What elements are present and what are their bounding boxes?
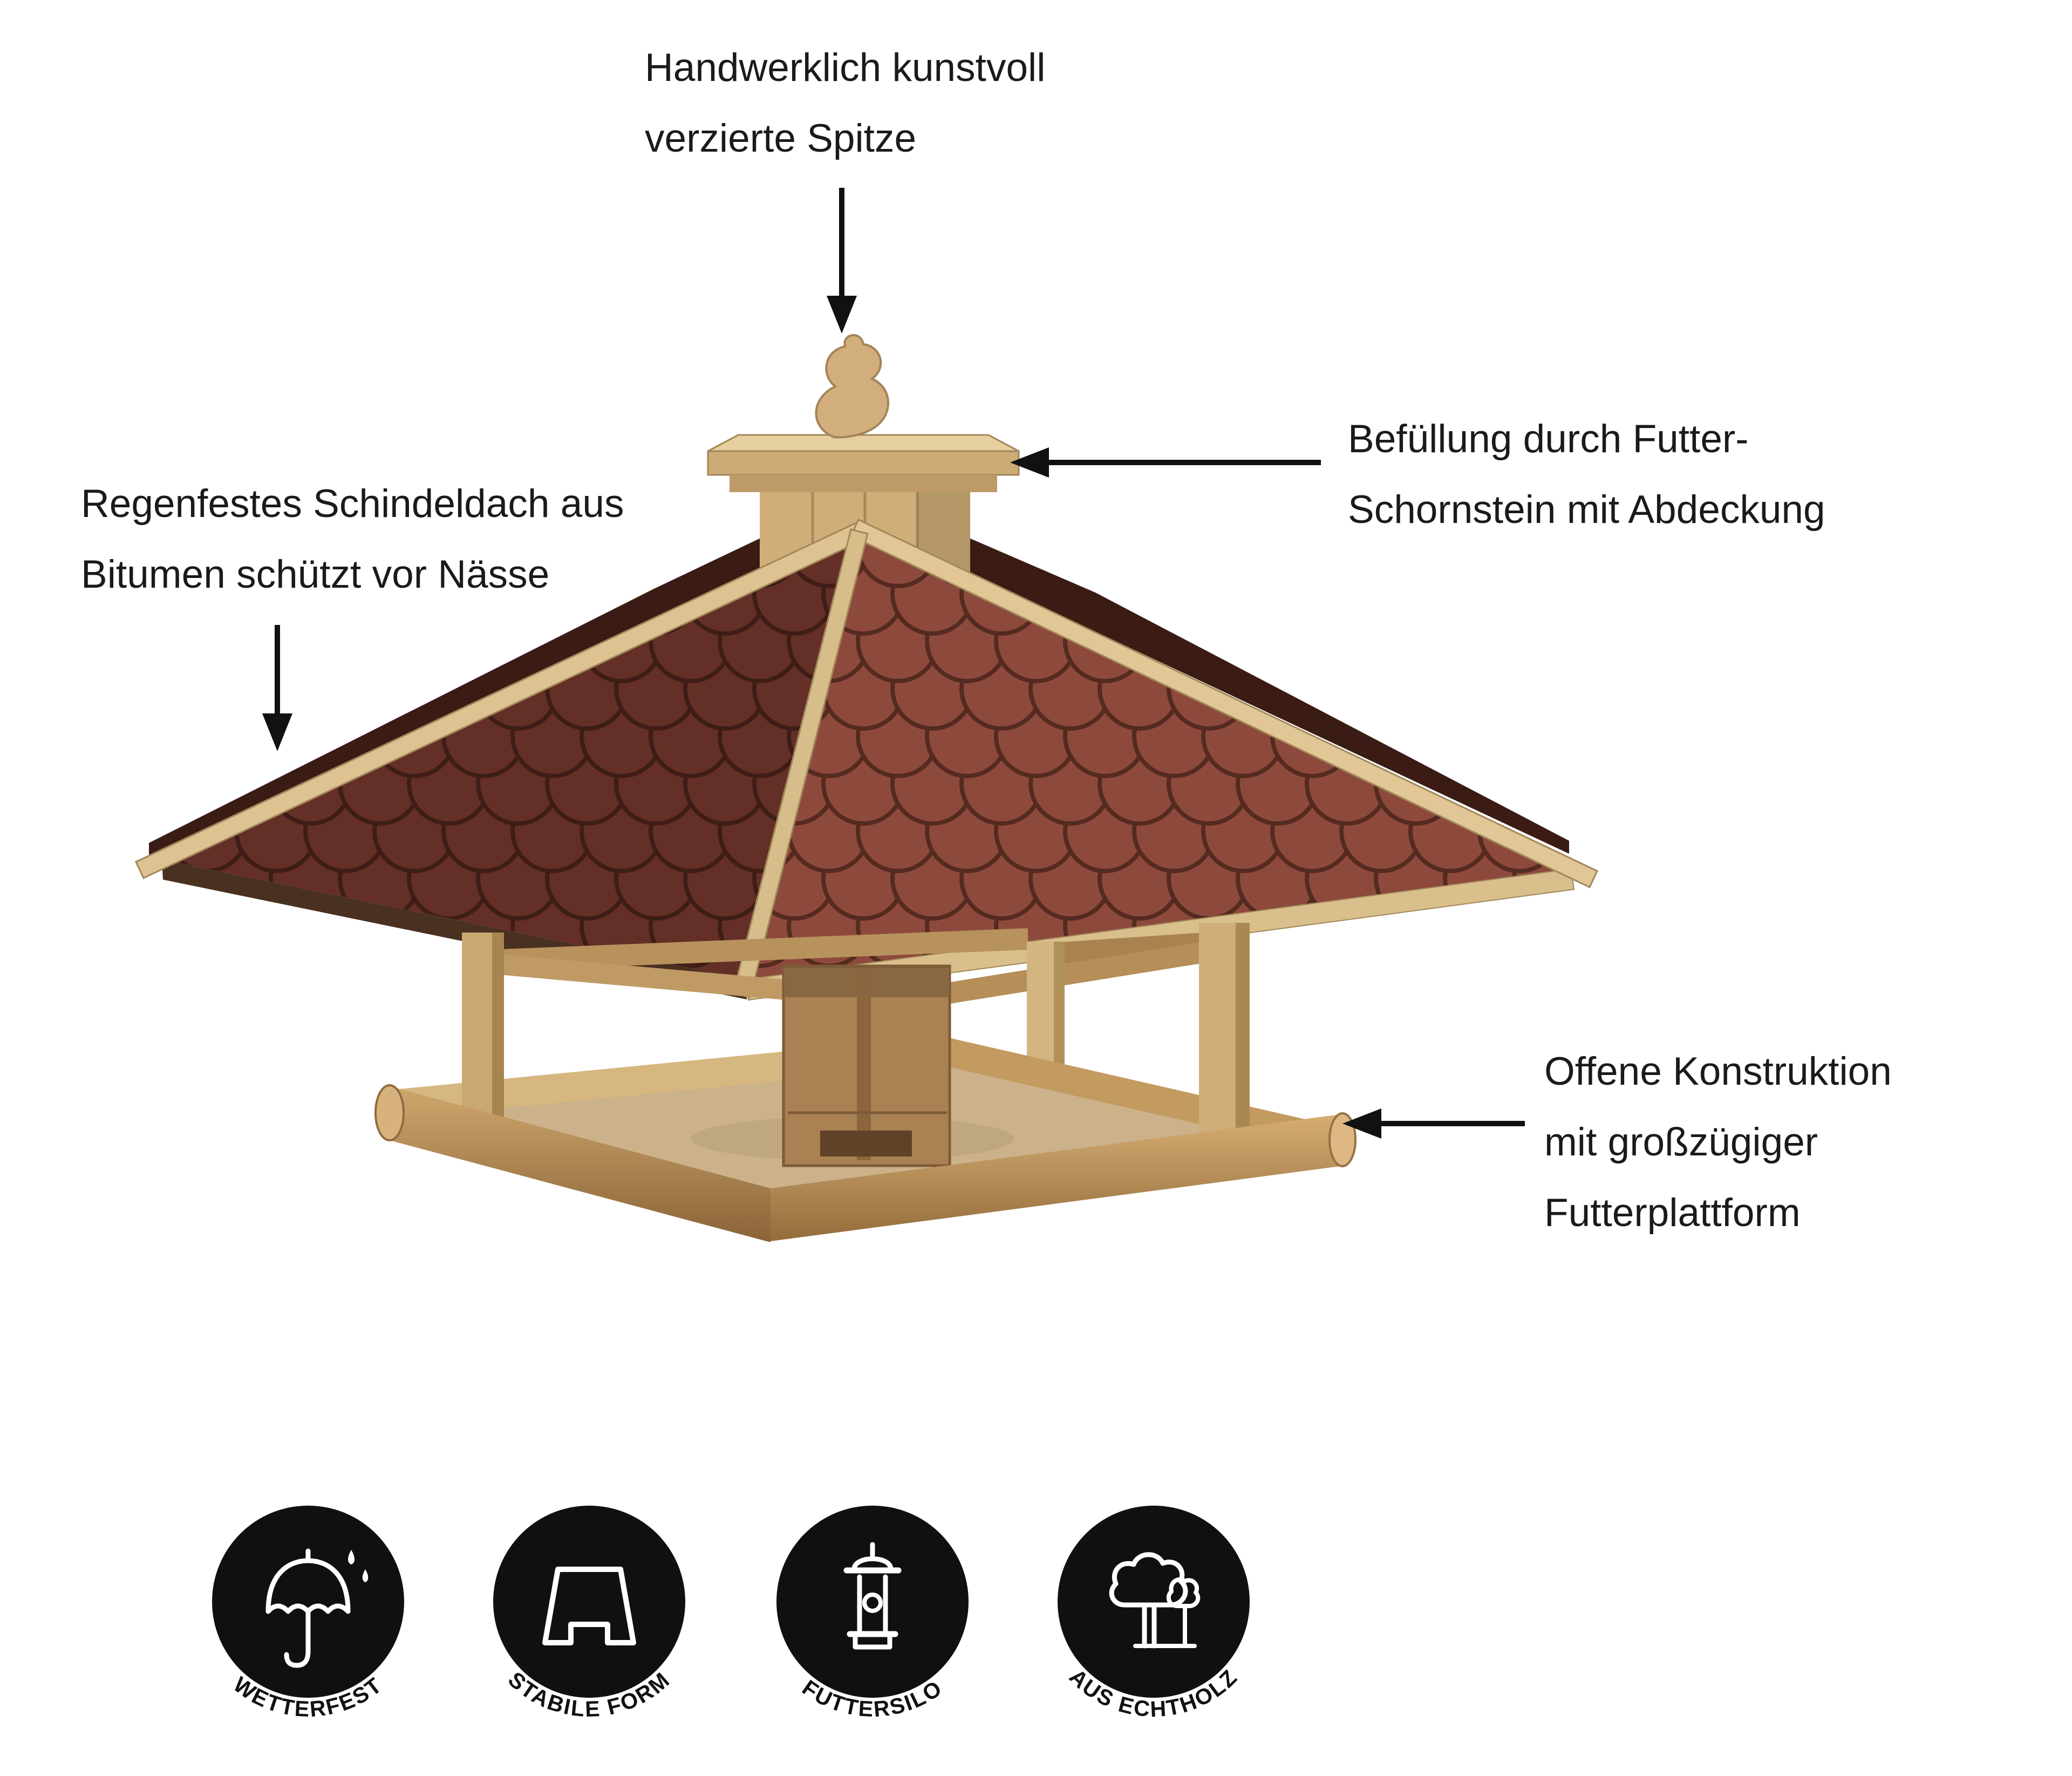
badge-circle — [493, 1506, 685, 1698]
annotation-befuellung: Befüllung durch Futter- Schornstein mit … — [1348, 404, 1825, 545]
annotation-line: Regenfestes Schindeldach aus — [81, 482, 624, 526]
wood-tree-icon — [1109, 1552, 1201, 1649]
badge-wetterfest: WETTERFEST — [212, 1506, 404, 1721]
umbrella-rain-icon — [265, 1548, 369, 1668]
birdhouse-graphic — [135, 334, 1598, 1242]
roof-back-edge-right — [862, 514, 1569, 854]
feeder-silo-icon — [843, 1542, 902, 1650]
roof-back-edge-left — [149, 515, 856, 855]
left-post — [462, 933, 504, 1132]
right-post — [1199, 923, 1250, 1145]
badge-circle — [776, 1506, 969, 1698]
chimney-cap — [707, 434, 1020, 492]
annotation-line: Futterplattform — [1544, 1191, 1801, 1235]
annotation-line: Bitumen schützt vor Nässe — [81, 553, 550, 596]
annotation-konstruktion: Offene Konstruktion mit großzügiger Futt… — [1544, 1036, 1892, 1248]
annotation-schindeldach: Regenfestes Schindeldach aus Bitumen sch… — [81, 468, 624, 610]
badge-stabile-form: STABILE FORM — [493, 1506, 685, 1721]
annotation-line: Handwerklich kunstvoll — [645, 46, 1046, 90]
feed-silo — [782, 964, 951, 1167]
arrow-to-schindeldach-icon — [262, 625, 292, 751]
carved-finial — [815, 334, 890, 439]
frame-beams — [486, 928, 1236, 1004]
annotation-line: verzierte Spitze — [645, 117, 917, 160]
stable-form-icon — [542, 1567, 636, 1645]
badge-aus-echtholz: AUS ECHTHOLZ — [1058, 1506, 1250, 1721]
arrow-to-spitze-icon — [827, 188, 857, 334]
arrow-to-futterplattform-icon — [1342, 1108, 1525, 1139]
badge-circle — [1058, 1506, 1250, 1698]
annotation-line: Schornstein mit Abdeckung — [1348, 488, 1825, 532]
badge-circle — [212, 1506, 404, 1698]
callout-arrows — [262, 188, 1525, 1139]
annotation-line: Befüllung durch Futter- — [1348, 417, 1749, 461]
back-post — [1027, 942, 1065, 1079]
arrow-to-schornstein-icon — [1010, 447, 1321, 478]
annotation-spitze: Handwerklich kunstvoll verzierte Spitze — [645, 32, 1045, 174]
annotation-line: mit großzügiger — [1544, 1120, 1818, 1164]
shingle-roof — [135, 518, 1598, 1001]
annotation-line: Offene Konstruktion — [1544, 1050, 1892, 1093]
badge-futtersilo: FUTTERSILO — [776, 1506, 969, 1721]
platform-rails — [374, 1084, 1357, 1242]
